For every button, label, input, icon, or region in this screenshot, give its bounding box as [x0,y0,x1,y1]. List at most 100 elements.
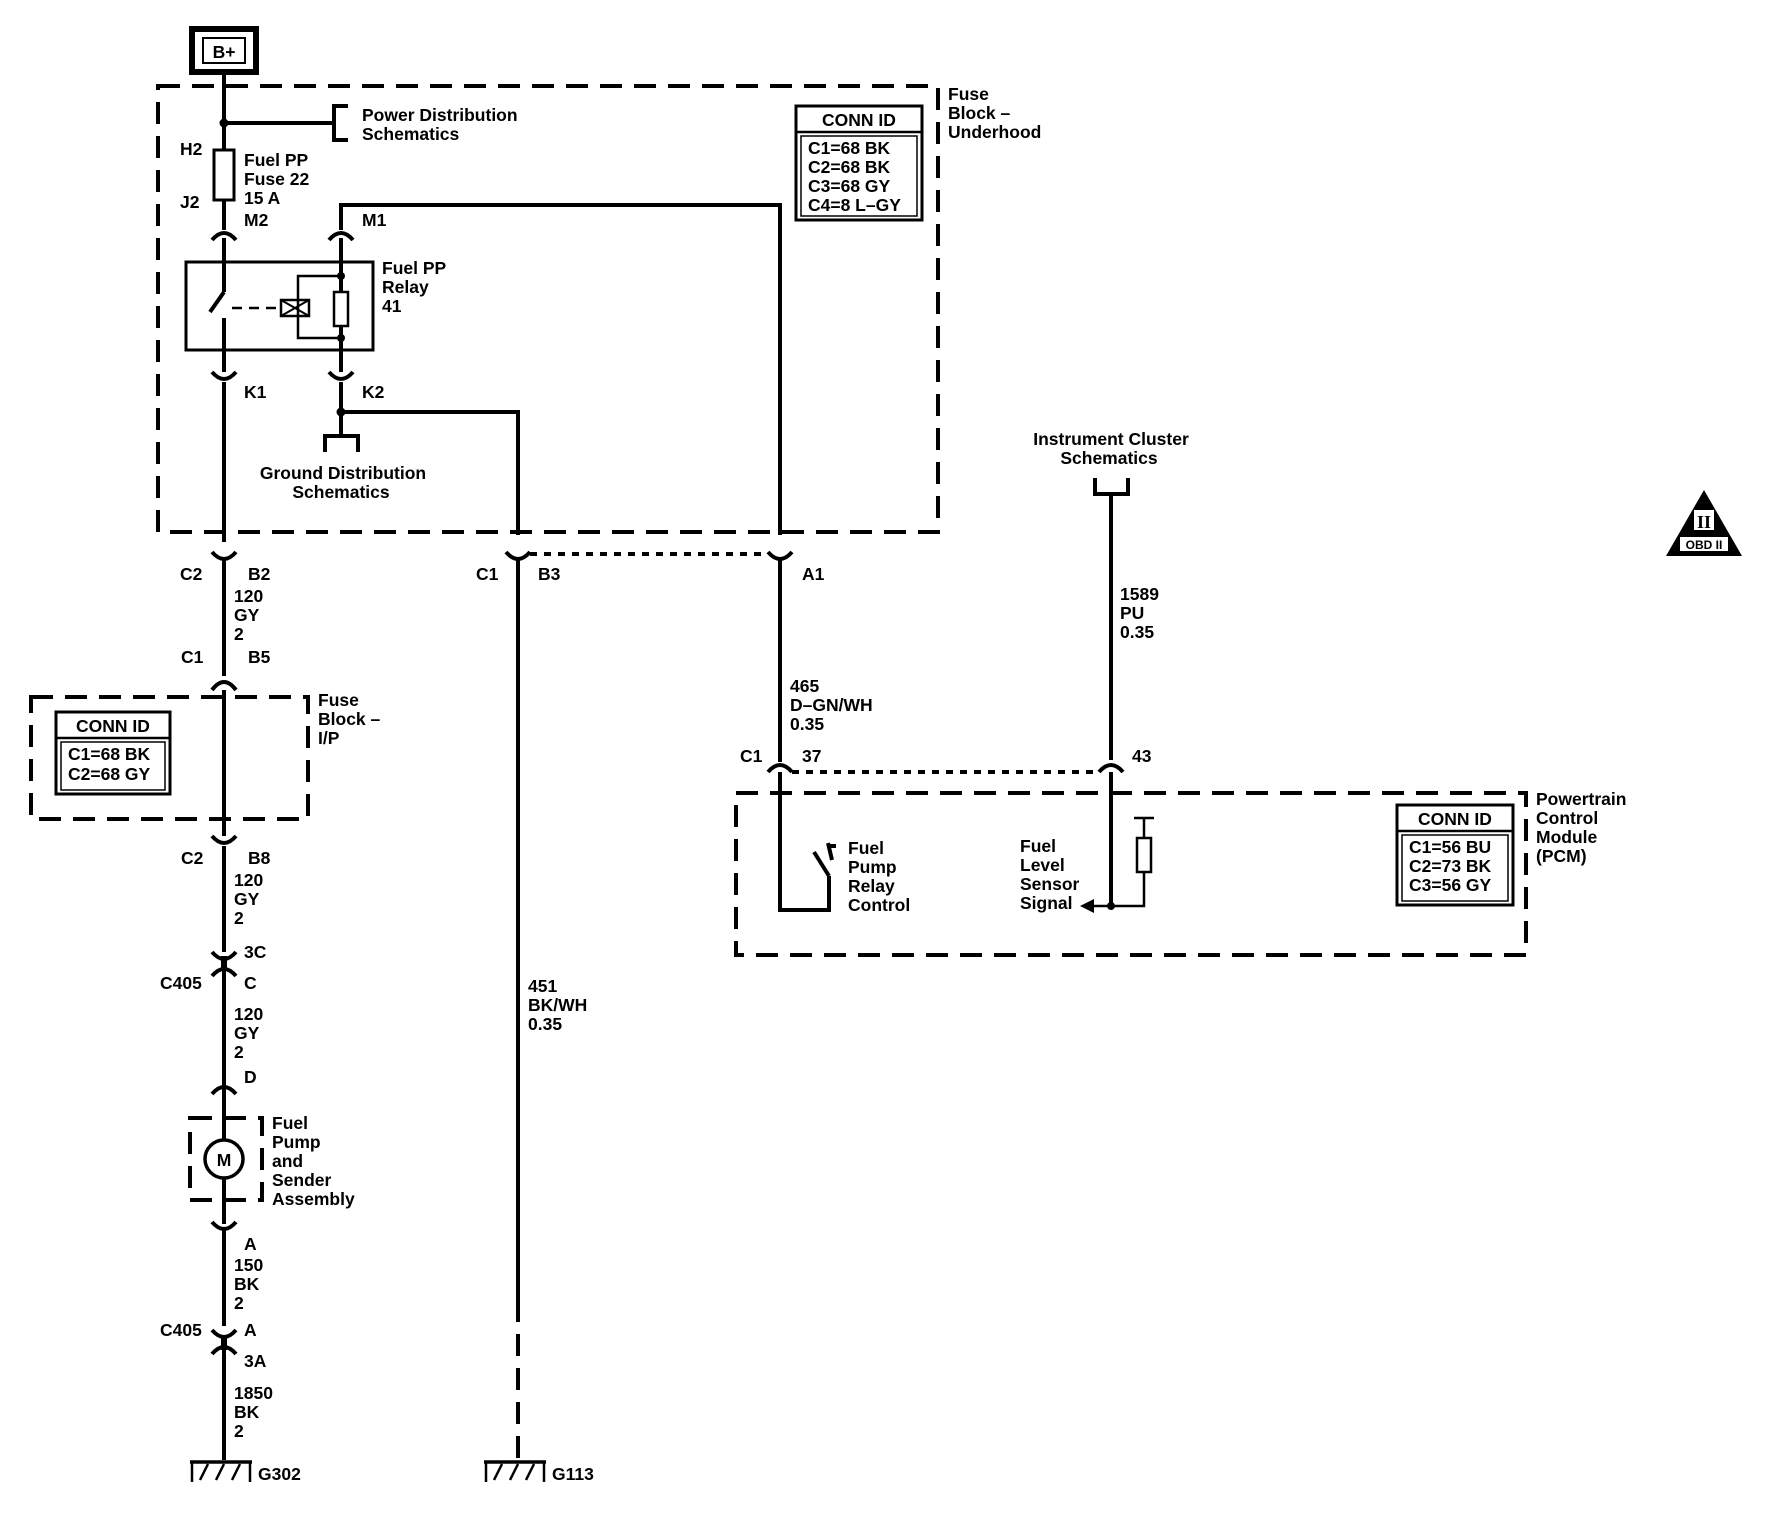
fuel-level-sensor-signal-input: Fuel Level Sensor Signal [1020,772,1154,913]
underhood-b2-label: B2 [248,564,271,584]
wire-150-bk: 150 BK 2 [234,1255,263,1313]
wire-120-gy-b: 120 GY 2 [234,870,263,928]
svg-text:J2: J2 [180,192,200,212]
svg-text:BK/WH: BK/WH [528,995,587,1015]
svg-text:0.35: 0.35 [790,714,824,734]
ground-distribution-reference: Ground Distribution Schematics [260,434,426,502]
power-distribution-reference: Power Distribution Schematics [332,104,518,144]
c405-3a-label: 3A [244,1351,267,1371]
svg-text:Fuse 22: Fuse 22 [244,169,309,189]
svg-text:Schematics: Schematics [292,482,390,502]
svg-text:Power Distribution: Power Distribution [362,105,518,125]
motor-symbol: M [217,1150,232,1170]
underhood-a1-label: A1 [802,564,825,584]
svg-text:GY: GY [234,1023,260,1043]
svg-text:GY: GY [234,889,260,909]
svg-text:BK: BK [234,1402,260,1422]
svg-text:G113: G113 [552,1464,594,1484]
svg-text:0.35: 0.35 [528,1014,562,1034]
c405-c-label: C [244,973,257,993]
svg-text:451: 451 [528,976,557,996]
svg-text:2: 2 [234,624,244,644]
fuse-block-underhood-title: Fuse Block – Underhood [948,84,1041,142]
wire-120-gy-a: 120 GY 2 [234,586,263,644]
svg-text:Assembly: Assembly [272,1189,355,1209]
ground-g302: G302 [190,1460,301,1484]
wire-1850-bk: 1850 BK 2 [234,1383,273,1441]
ground-g113: G113 [484,1460,594,1484]
svg-text:120: 120 [234,586,263,606]
svg-text:Level: Level [1020,855,1065,875]
pcm-c1-label: C1 [740,746,763,766]
pump-d-label: D [244,1067,257,1087]
battery-label: B+ [213,42,236,62]
svg-text:2: 2 [234,908,244,928]
svg-text:and: and [272,1151,303,1171]
svg-text:Relay: Relay [848,876,895,896]
pcm-37-label: 37 [802,746,821,766]
relay-pin-m2: M2 [244,210,269,230]
svg-text:Fuse: Fuse [948,84,989,104]
svg-text:II: II [1697,512,1711,532]
battery-positive-source: B+ [189,26,259,75]
fuel-pump-relay-control-driver: Fuel Pump Relay Control [778,772,910,915]
ip-c2-label: C2 [181,848,204,868]
svg-text:Powertrain: Powertrain [1536,789,1626,809]
underhood-c1-label: C1 [476,564,499,584]
wire-120-gy-c: 120 GY 2 [234,1004,263,1062]
svg-text:Fuel PP: Fuel PP [244,150,309,170]
fuel-pp-fuse-22: H2 J2 Fuel PP Fuse 22 15 A [180,139,309,212]
svg-text:CONN ID: CONN ID [822,110,896,130]
svg-text:Fuse: Fuse [318,690,359,710]
svg-text:41: 41 [382,296,402,316]
svg-text:465: 465 [790,676,819,696]
conn-id-table-underhood: CONN ID C1=68 BK C2=68 BK C3=68 GY C4=8 … [794,104,924,222]
c405-top-label: C405 [160,973,202,993]
conn-id-table-pcm: CONN ID C1=56 BU C2=73 BK C3=56 GY [1395,803,1515,907]
fuse-block-ip-enclosure [29,695,310,821]
ip-b8-label: B8 [248,848,271,868]
svg-text:Module: Module [1536,827,1598,847]
svg-text:2: 2 [234,1293,244,1313]
pump-a-label: A [244,1234,257,1254]
svg-text:120: 120 [234,1004,263,1024]
underhood-c2-label: C2 [180,564,203,584]
ip-b5-label: B5 [248,647,271,667]
instrument-cluster-reference: Instrument Cluster Schematics [1033,429,1189,496]
c405-bottom-label: C405 [160,1320,202,1340]
svg-text:Fuel: Fuel [1020,836,1056,856]
wire-451-bk-wh: 451 BK/WH 0.35 [528,976,587,1034]
svg-text:120: 120 [234,870,263,890]
svg-text:C1=56 BU: C1=56 BU [1409,837,1491,857]
obd-ii-badge: II OBD II [1666,490,1742,556]
svg-text:C2=68 BK: C2=68 BK [808,157,891,177]
svg-text:Fuel: Fuel [272,1113,308,1133]
svg-text:2: 2 [234,1421,244,1441]
svg-text:1850: 1850 [234,1383,273,1403]
svg-text:Ground Distribution: Ground Distribution [260,463,426,483]
svg-text:15 A: 15 A [244,188,281,208]
svg-text:Fuel PP: Fuel PP [382,258,447,278]
svg-text:Underhood: Underhood [948,122,1041,142]
svg-text:Block –: Block – [948,103,1011,123]
svg-text:Control: Control [848,895,910,915]
fuel-pump-and-sender-assembly: M Fuel Pump and Sender Assembly [188,1092,355,1224]
svg-text:D–GN/WH: D–GN/WH [790,695,873,715]
c405-a-label: A [244,1320,257,1340]
svg-text:Control: Control [1536,808,1598,828]
svg-text:Pump: Pump [848,857,897,877]
svg-text:C1=68 BK: C1=68 BK [808,138,891,158]
svg-text:C2=68 GY: C2=68 GY [68,764,151,784]
svg-text:Schematics: Schematics [362,124,460,144]
conn-id-table-ip: CONN ID C1=68 BK C2=68 GY [54,710,172,796]
svg-text:Block –: Block – [318,709,381,729]
pcm-enclosure [734,791,1528,957]
svg-text:0.35: 0.35 [1120,622,1154,642]
svg-text:H2: H2 [180,139,203,159]
wire-1589-pu: 1589 PU 0.35 [1120,584,1159,642]
ip-c1-label: C1 [181,647,204,667]
svg-text:CONN ID: CONN ID [76,716,150,736]
svg-text:C1=68 BK: C1=68 BK [68,744,151,764]
pcm-43-label: 43 [1132,746,1152,766]
